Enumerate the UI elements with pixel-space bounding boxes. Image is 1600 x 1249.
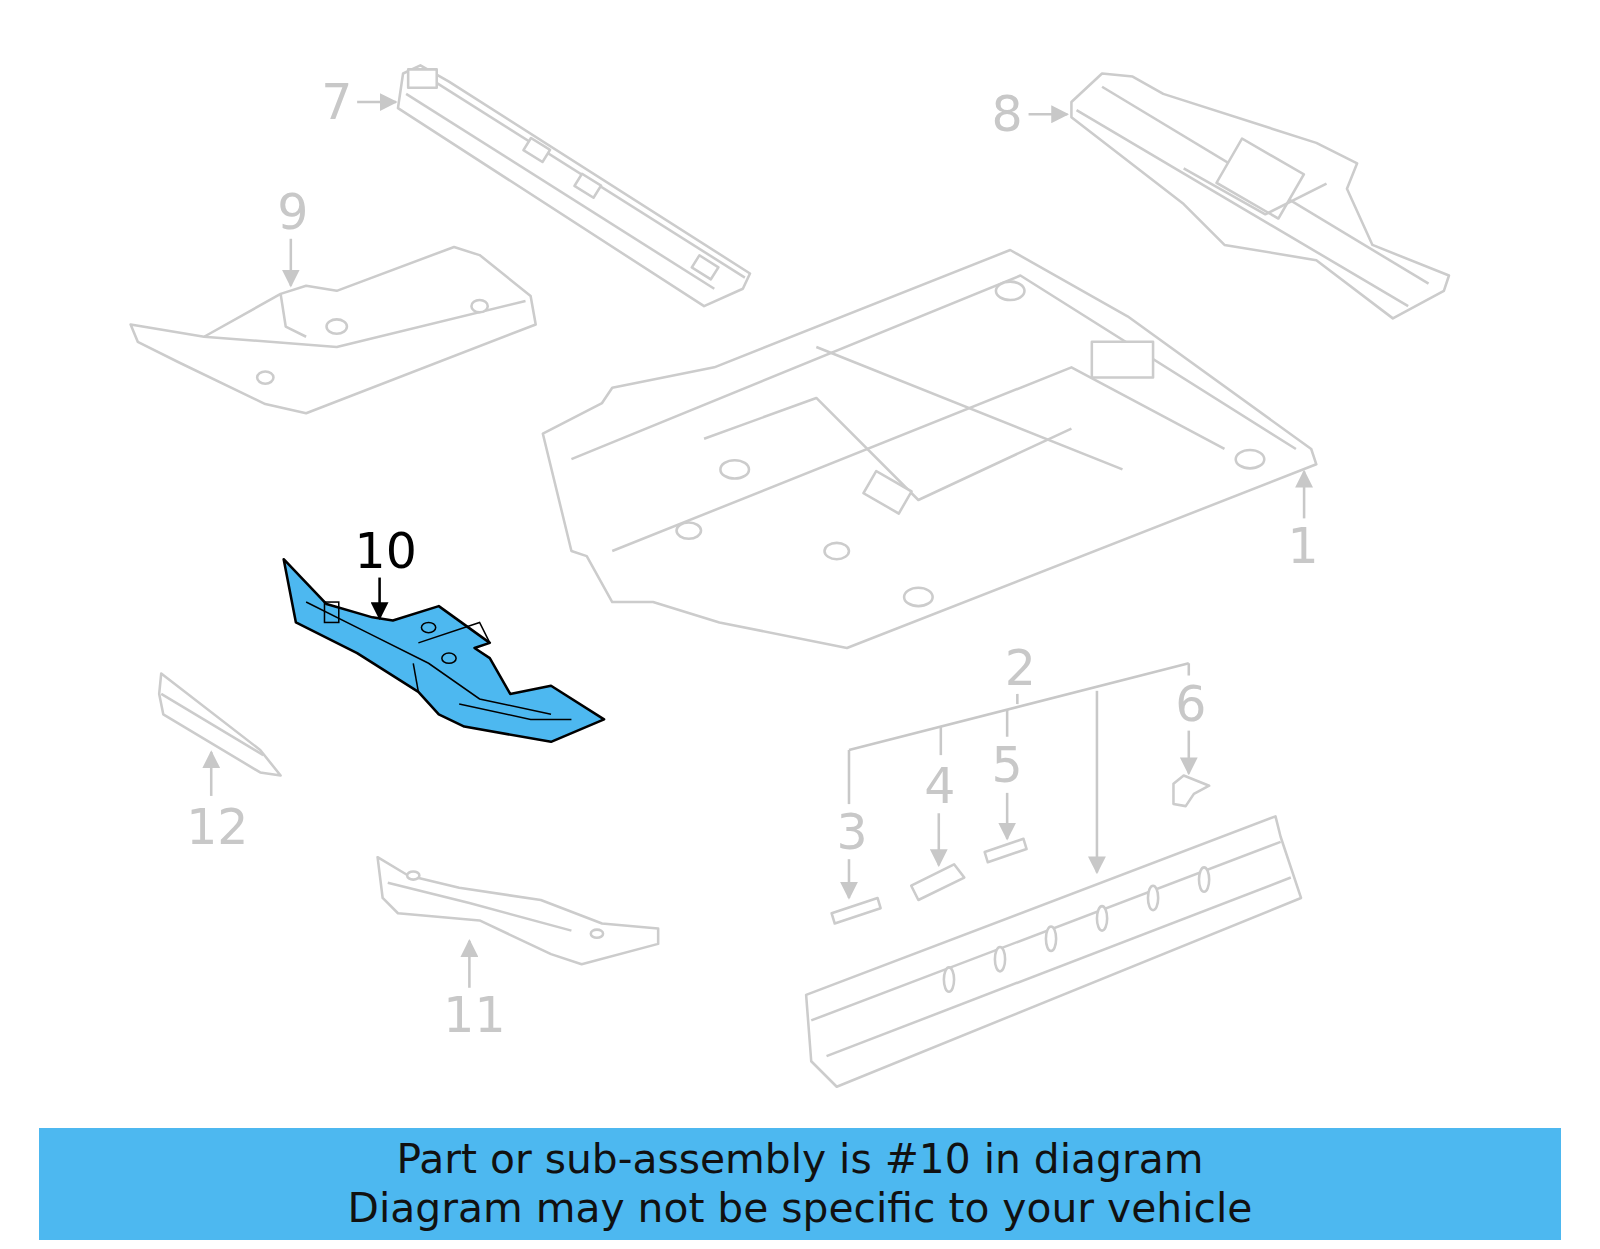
bracket-part (159, 673, 280, 775)
rocker-part (806, 816, 1301, 1086)
callout-number: 8 (992, 90, 1023, 139)
callout-number: 1 (1287, 521, 1318, 570)
callout-number: 12 (186, 802, 248, 851)
frame-part (131, 247, 536, 413)
callout-number: 3 (836, 807, 867, 856)
small-part (832, 898, 881, 924)
callout-number: 6 (1175, 680, 1206, 729)
rail-part (1071, 73, 1449, 318)
frame-part (378, 857, 659, 964)
callout-number: 9 (277, 188, 308, 237)
callout-number: 4 (924, 761, 955, 810)
callout-number: 11 (443, 991, 505, 1040)
leader-line (378, 578, 381, 619)
info-banner: Part or sub-assembly is #10 in diagramDi… (39, 1128, 1561, 1240)
banner-text: Diagram may not be specific to your vehi… (348, 1184, 1253, 1233)
callout-number: 5 (992, 741, 1023, 790)
leader-lines (211, 102, 1304, 988)
small-part (985, 839, 1027, 862)
small-part (911, 864, 964, 900)
callout-number: 2 (1005, 644, 1036, 693)
callout-number: 10 (355, 527, 417, 576)
banner-text: Part or sub-assembly is #10 in diagram (396, 1135, 1203, 1184)
small-part (1173, 776, 1209, 807)
highlighted-part (284, 559, 604, 742)
floor-pan (543, 250, 1316, 648)
callout-number: 7 (321, 78, 352, 127)
